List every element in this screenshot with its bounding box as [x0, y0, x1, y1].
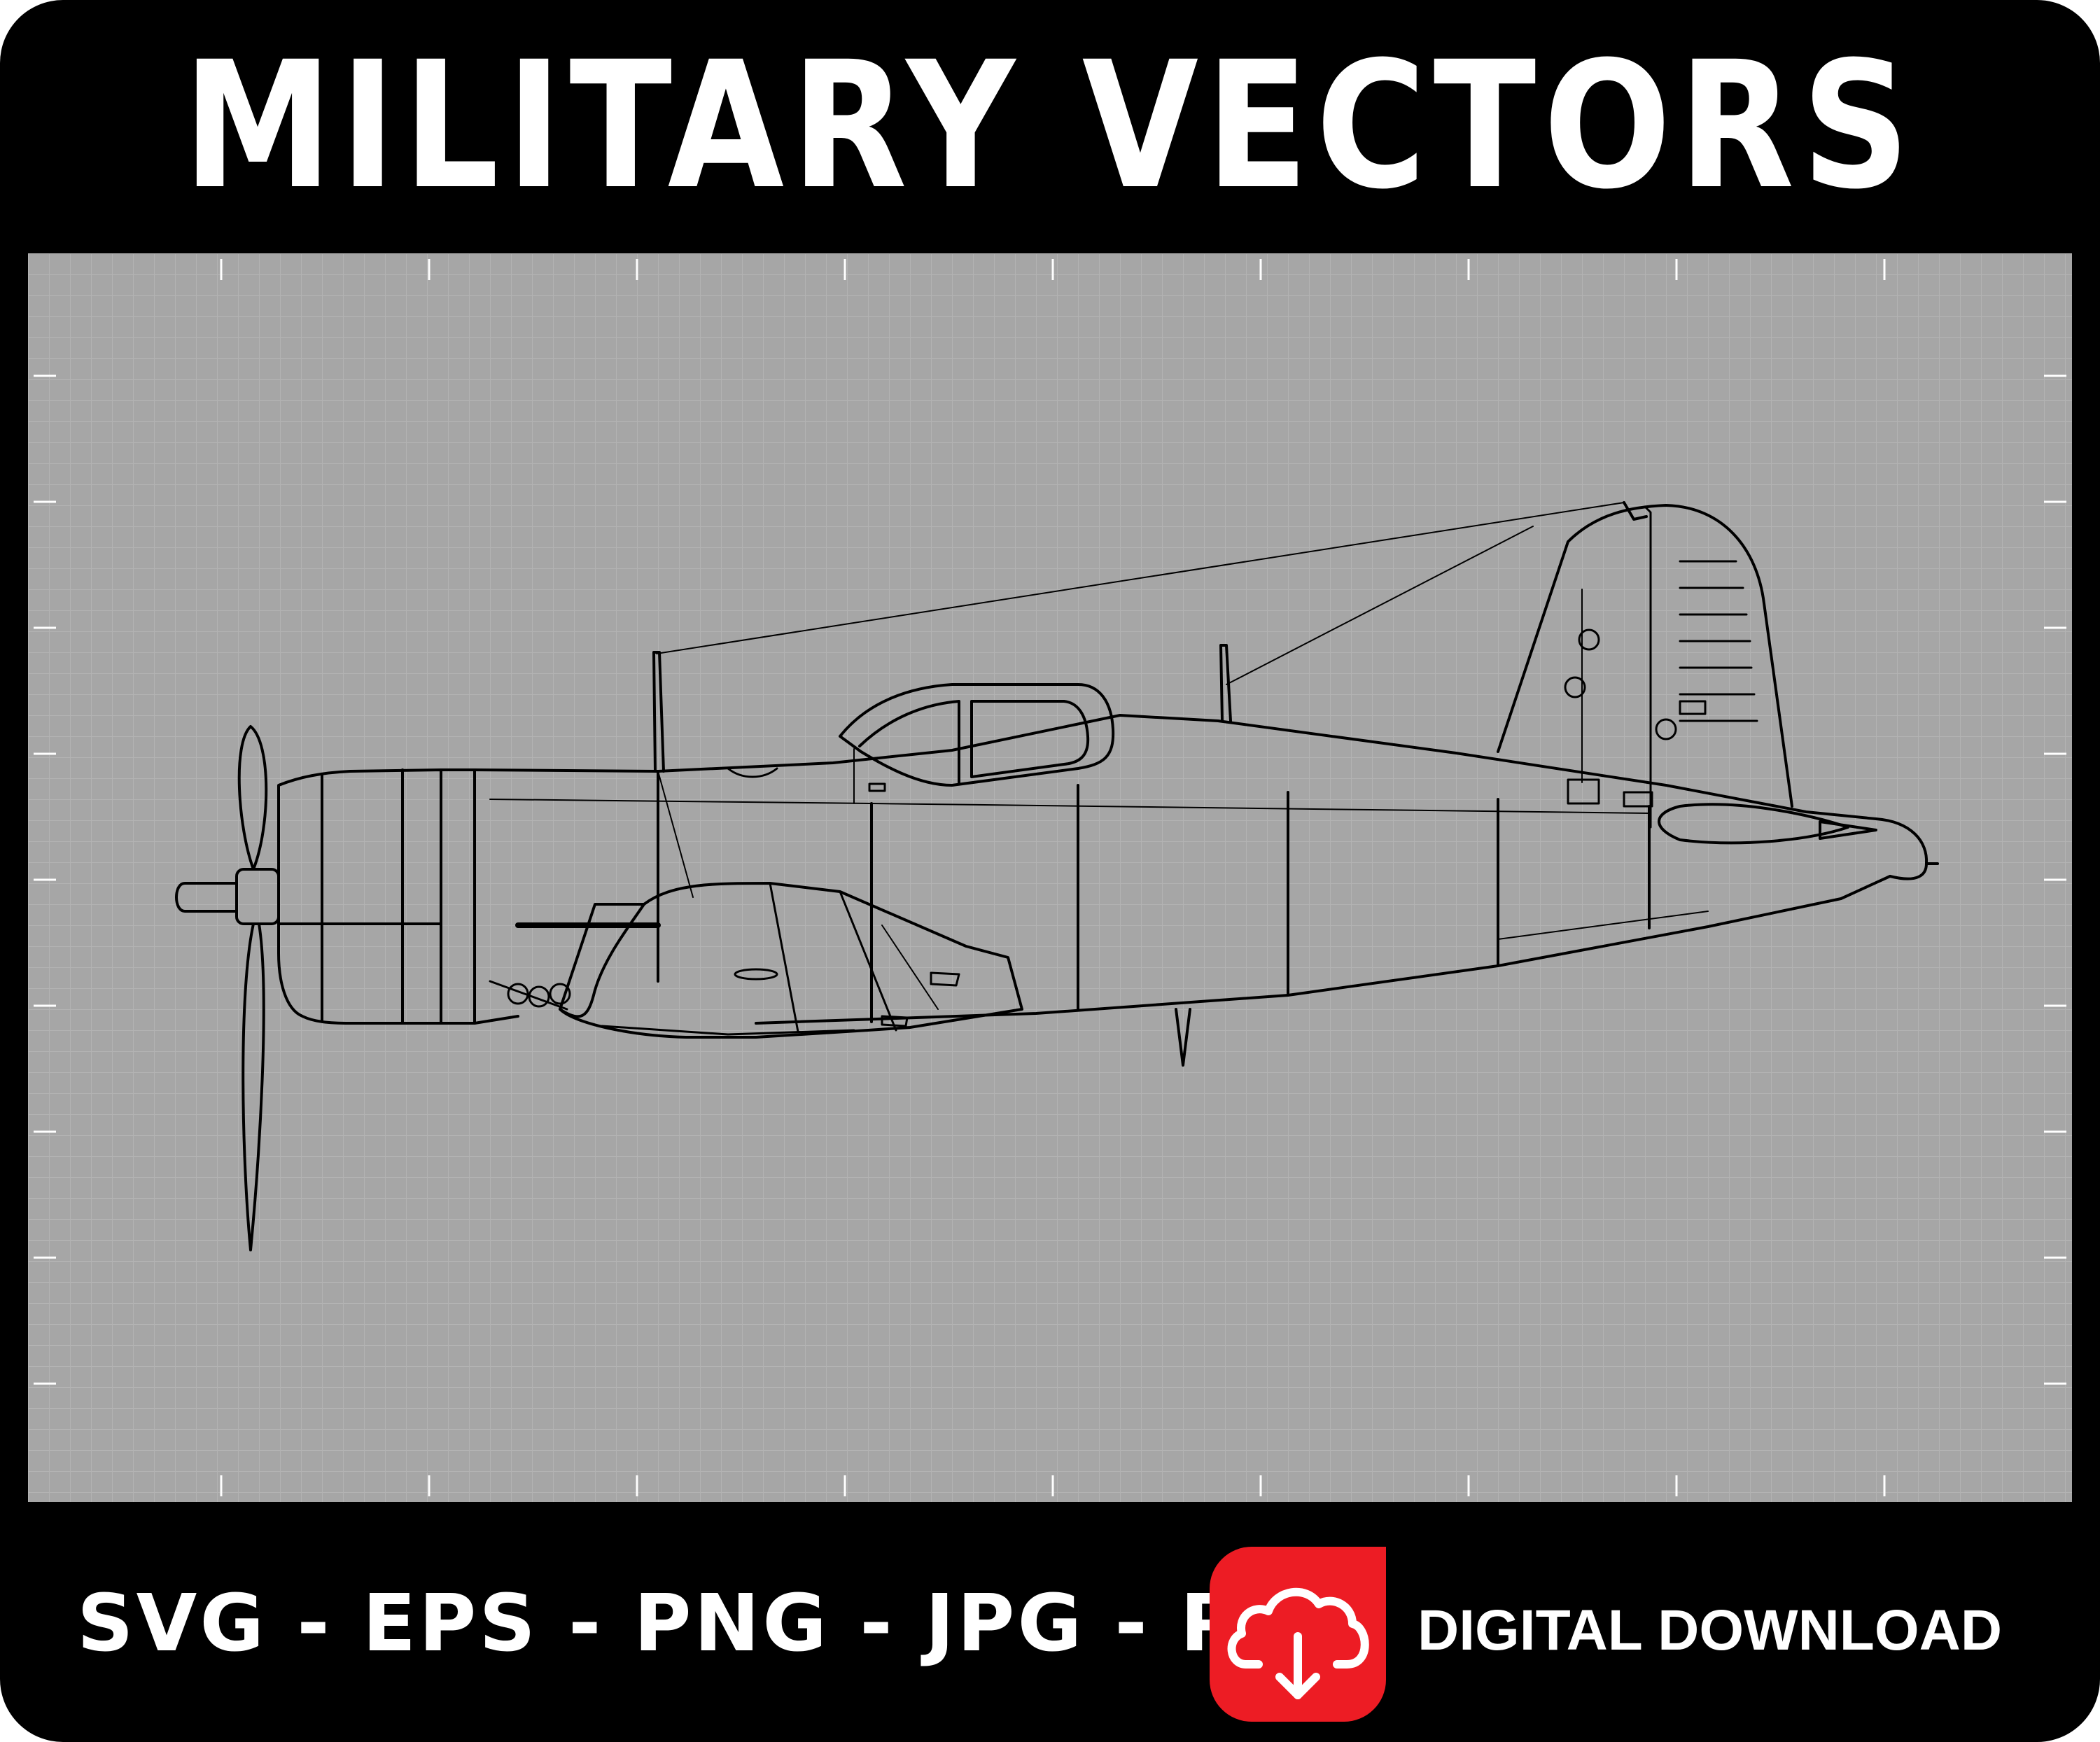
- file-formats-label: SVG - EPS - PNG - JPG - PDF: [77, 1578, 1365, 1669]
- digital-download-label: DIGITAL DOWNLOAD: [1418, 1599, 2003, 1662]
- blueprint-panel: [28, 253, 2072, 1502]
- cloud-download-icon: [1227, 1587, 1369, 1699]
- page-title: MILITARY VECTORS: [183, 24, 1917, 227]
- download-badge: [1210, 1547, 1386, 1722]
- airplane-outline-icon: [175, 501, 1939, 1251]
